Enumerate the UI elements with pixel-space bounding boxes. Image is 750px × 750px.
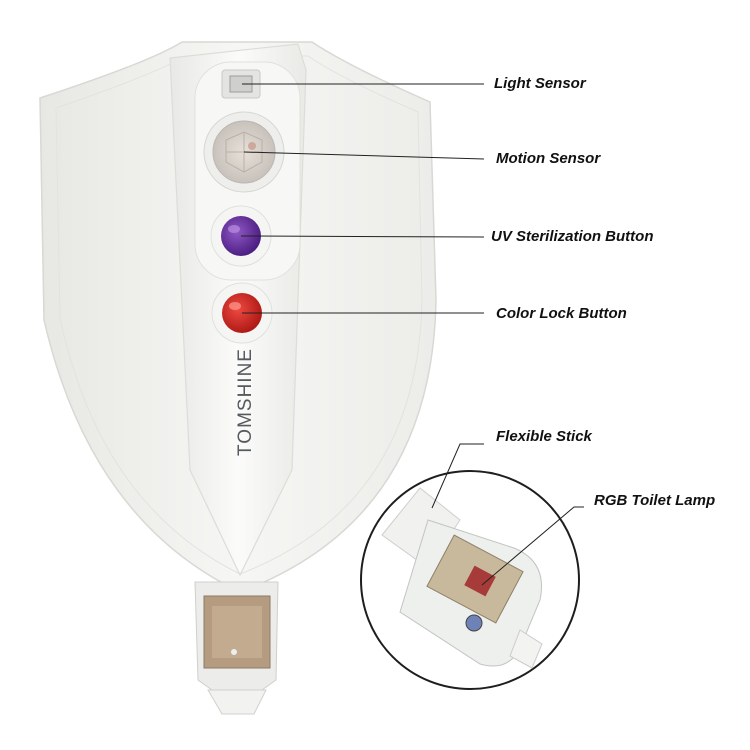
motion-sensor-label: Motion Sensor [496,150,601,167]
uv-sterilization-button-label: UV Sterilization Button [491,228,654,245]
flexible-stick-label: Flexible Stick [496,428,592,445]
color-lock-button-label: Color Lock Button [496,305,627,322]
light-sensor-label: Light Sensor [494,75,586,92]
rgb-toilet-lamp-label: RGB Toilet Lamp [594,492,716,509]
zoom-callout-lines [431,443,584,586]
brand-logo-text: TOMSHINE [235,348,256,456]
bottom-connector [194,581,279,715]
callout-lines [240,83,485,314]
zoom-detail-circle [360,470,580,690]
